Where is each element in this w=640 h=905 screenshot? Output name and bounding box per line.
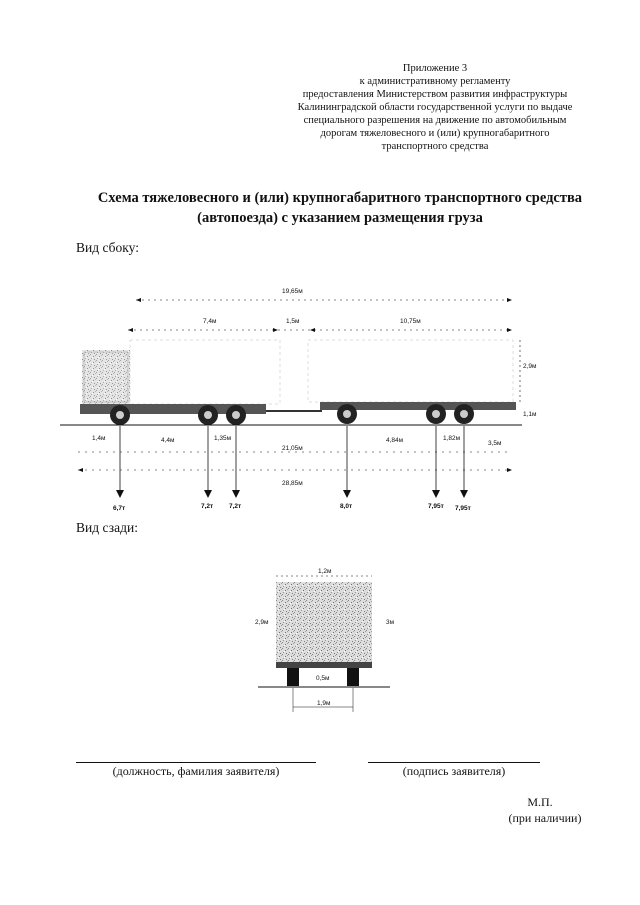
truck-cargo-box <box>129 339 281 405</box>
arrow-icon <box>310 328 315 332</box>
rear-wheel <box>287 668 299 686</box>
dim-axle-4-5: 4,84м <box>386 437 404 444</box>
arrow-icon <box>128 328 133 332</box>
arrow-icon <box>273 328 278 332</box>
dim-trailer: 10,75м <box>400 318 421 325</box>
arrow-icon <box>78 468 83 472</box>
arrow-icon <box>136 298 141 302</box>
trailer-chassis <box>320 402 516 410</box>
signature-line <box>368 762 540 763</box>
title-line-2: (автопоезда) с указанием размещения груз… <box>197 210 483 226</box>
wheel <box>454 404 474 424</box>
document-title: Схема тяжеловесного и (или) крупногабари… <box>60 188 620 228</box>
seal-note: (при наличии) <box>508 811 582 825</box>
dim-truck: 7,4м <box>203 318 217 325</box>
rear-dim-gap: 0,5м <box>316 675 330 682</box>
appendix-line: к административному регламенту <box>359 76 511 87</box>
axle-load-6: 7,95т <box>455 505 471 512</box>
signature-caption: (подпись заявителя) <box>402 764 506 778</box>
appendix-line: Калининградской области государственной … <box>297 102 573 113</box>
axle-load-3: 7,2т <box>229 503 241 510</box>
wheel <box>226 405 246 425</box>
appendix-line: предоставления Министерством развития ин… <box>302 89 568 100</box>
arrow-icon <box>507 468 512 472</box>
axle-load-4: 8,0т <box>340 503 352 510</box>
dim-rear-overhang: 3,5м <box>488 440 502 447</box>
wheel <box>198 405 218 425</box>
arrow-icon <box>507 328 512 332</box>
rear-dim-h-left: 2,9м <box>255 619 269 626</box>
cab-outline <box>83 351 129 403</box>
truck-chassis <box>80 404 266 414</box>
appendix-line: специального разрешения на движение по а… <box>303 115 567 126</box>
rear-view-label: Вид сзади: <box>76 520 138 535</box>
wheel <box>110 405 130 425</box>
dim-overall: 28,85м <box>282 480 303 487</box>
applicant-caption: (должность, фамилия заявителя) <box>112 764 280 778</box>
axle-load-arrows <box>116 426 468 498</box>
axle-load-5: 7,95т <box>428 503 444 510</box>
dim-wheelbase: 21,05м <box>282 445 303 452</box>
appendix-line: дорогам тяжеловесного и (или) крупногаба… <box>320 128 550 139</box>
dim-axle-1-2: 4,4м <box>161 437 175 444</box>
rear-dim-width: 1,2м <box>318 568 332 575</box>
rear-dim-track: 1,9м <box>317 700 331 707</box>
dim-total: 19,65м <box>282 288 303 295</box>
rear-view-diagram: 1,2м 2,9м 3м 0,5м 1,9м <box>255 568 395 712</box>
wheel <box>337 404 357 424</box>
rear-wheel <box>347 668 359 686</box>
appendix-header: Приложение 3 к административному регламе… <box>270 62 600 153</box>
rear-dim-h-right: 3м <box>386 619 395 626</box>
dim-axle-5-6: 1,82м <box>443 435 461 442</box>
arrow-icon <box>507 298 512 302</box>
wheel <box>426 404 446 424</box>
axle-load-2: 7,2т <box>201 503 213 510</box>
dim-gap: 1,5м <box>286 318 300 325</box>
trailer-cargo-box <box>307 339 514 403</box>
truck-cab <box>82 350 130 404</box>
dim-height: 2,9м <box>523 363 537 370</box>
cargo-rear <box>276 582 372 662</box>
dim-bed: 1,1м <box>523 411 537 418</box>
axle-load-1: 6,7т <box>113 505 125 512</box>
side-view-label: Вид сбоку: <box>76 240 139 255</box>
appendix-line: транспортного средства <box>381 141 489 152</box>
seal-label: М.П. <box>527 795 553 809</box>
dim-axle-2-3: 1,35м <box>214 435 232 442</box>
appendix-line: Приложение 3 <box>402 63 468 74</box>
dim-front-overhang: 1,4м <box>92 435 106 442</box>
applicant-signature-line <box>76 762 316 763</box>
title-line-1: Схема тяжеловесного и (или) крупногабари… <box>97 190 583 206</box>
